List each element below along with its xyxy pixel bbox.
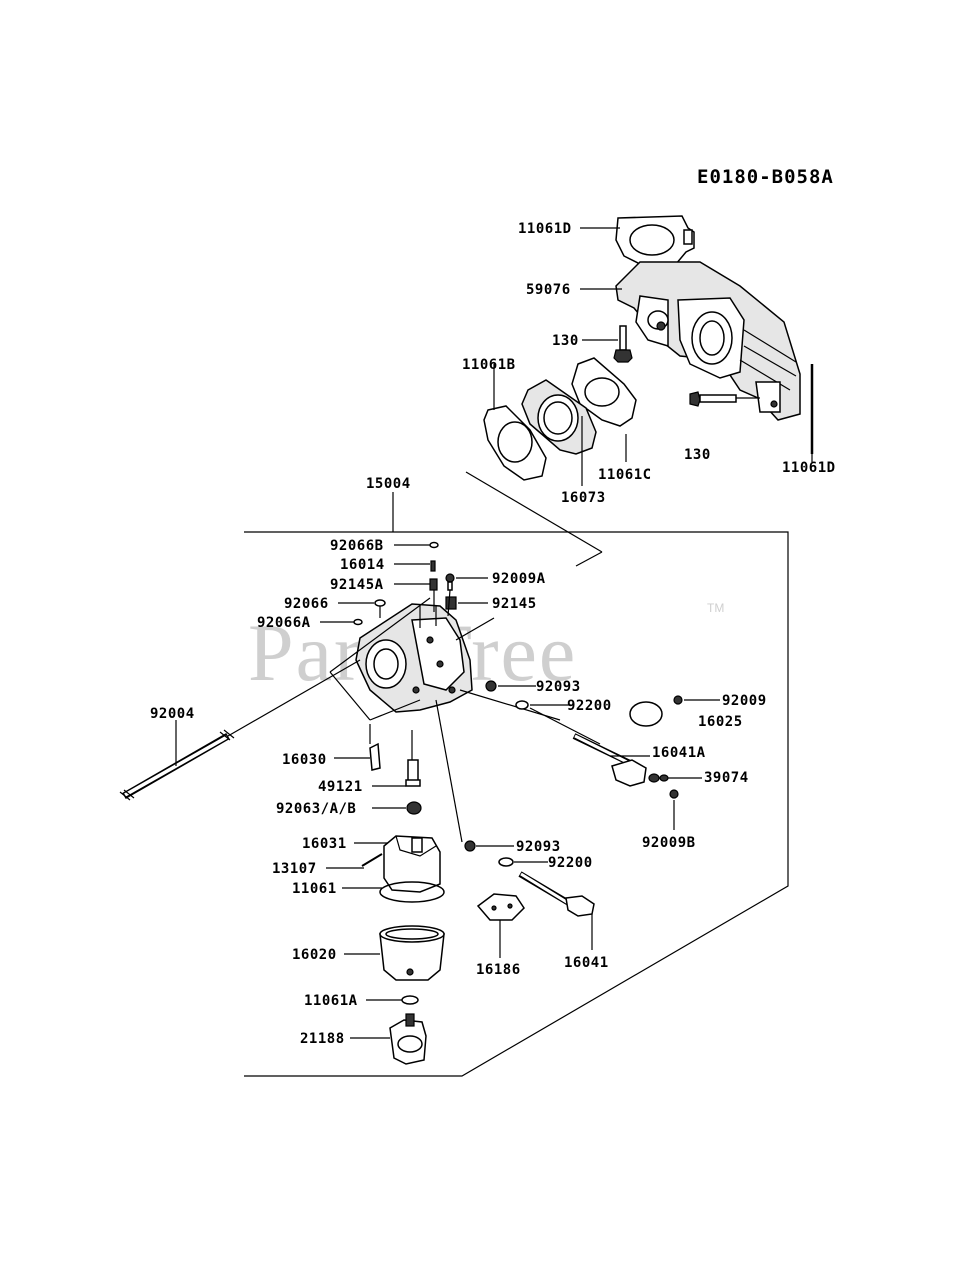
label-11061c: 11061C [598,467,652,483]
spring-92145-shape [445,596,457,610]
label-16041a: 16041A [652,745,706,761]
label-92009: 92009 [722,693,767,709]
gasket-11061-shape [379,881,445,903]
label-92093-b: 92093 [516,839,561,855]
part-labels: 11061D 59076 130 11061B 130 11061C 16073… [150,221,836,1047]
label-11061b: 11061B [462,357,516,373]
label-16031: 16031 [302,836,347,852]
label-15004: 15004 [366,476,411,492]
bolt-130-vertical-shape [613,325,633,363]
label-49121: 49121 [318,779,363,795]
washer-92093-b-shape [464,840,476,852]
jet-92066-shape [374,599,386,607]
spring-39074-shape [648,773,669,783]
gasket-11061a-shape [401,995,419,1005]
choke-shaft-16041-shape [518,871,595,917]
label-130-a: 130 [552,333,579,349]
spring-92145a-shape [429,578,438,591]
float-bowl-16020-shape [379,925,445,981]
assembly-15004-boundary [244,492,789,1077]
manifold-59076-shape [615,261,801,421]
float-pin-49121-shape [405,730,421,787]
label-16025: 16025 [698,714,743,730]
insulator-16073-shape [521,379,597,455]
float-16031-shape [383,835,441,893]
jet-92066a-shape [353,618,363,626]
seal-92200-a-shape [515,700,529,710]
float-pin-13107-shape [361,853,383,867]
label-59076: 59076 [526,282,571,298]
gasket-11061c-shape [571,357,637,427]
label-16186: 16186 [476,962,521,978]
label-11061: 11061 [292,881,337,897]
label-16073: 16073 [561,490,606,506]
gasket-11061d-top-shape [615,215,695,265]
nozzle-92063-shape [406,801,422,815]
label-92063-a-b: 92063/A/B [276,801,356,817]
label-92004: 92004 [150,706,195,722]
lower-right-leader-lines [435,699,593,958]
label-16020: 16020 [292,947,337,963]
label-92200-a: 92200 [567,698,612,714]
label-13107: 13107 [272,861,317,877]
label-92093-a: 92093 [536,679,581,695]
label-39074: 39074 [704,770,749,786]
label-21188: 21188 [300,1031,345,1047]
label-16030: 16030 [282,752,327,768]
label-11061d-top: 11061D [518,221,572,237]
washer-92093-a-shape [485,680,497,692]
label-92009a: 92009A [492,571,546,587]
top-leader-lines [320,544,495,673]
label-16014: 16014 [340,557,385,573]
choke-plate-16186-shape [476,893,525,921]
gasket-11061b-shape [483,405,547,481]
label-92066b: 92066B [330,538,384,554]
label-92009b: 92009B [642,835,696,851]
throttle-plate-16025-shape [629,701,663,727]
label-11061d-side: 11061D [782,460,836,476]
screw-92009b-shape [669,789,679,799]
upper-leader-lines [465,227,813,567]
label-16041: 16041 [564,955,609,971]
pilot-jet-16014-shape [430,560,436,572]
label-92066a: 92066A [257,615,311,631]
screw-92009-shape [673,695,683,705]
screw-92009a-shape [445,573,455,591]
label-92145: 92145 [492,596,537,612]
lower-left-leader-lines [334,724,406,809]
label-92200-b: 92200 [548,855,593,871]
right-leader-lines [498,685,720,830]
seal-92200-b-shape [498,857,514,867]
needle-16030-shape [369,742,381,771]
intake-manifold-group [483,215,814,481]
label-11061a: 11061A [304,993,358,1009]
throttle-shaft-16041a-shape [572,733,647,787]
label-92145a: 92145A [330,577,384,593]
solenoid-21188-shape [389,1013,427,1065]
bottom-left-leader-lines [326,842,402,1039]
diagram-code: E0180-B058A [697,166,834,188]
watermark-trademark: TM [707,601,724,615]
label-130-b: 130 [684,447,711,463]
shaft-92004-shape [119,659,361,801]
label-92066: 92066 [284,596,329,612]
bolt-130-horizontal-shape [689,391,737,407]
jet-92066b-shape [429,541,439,549]
